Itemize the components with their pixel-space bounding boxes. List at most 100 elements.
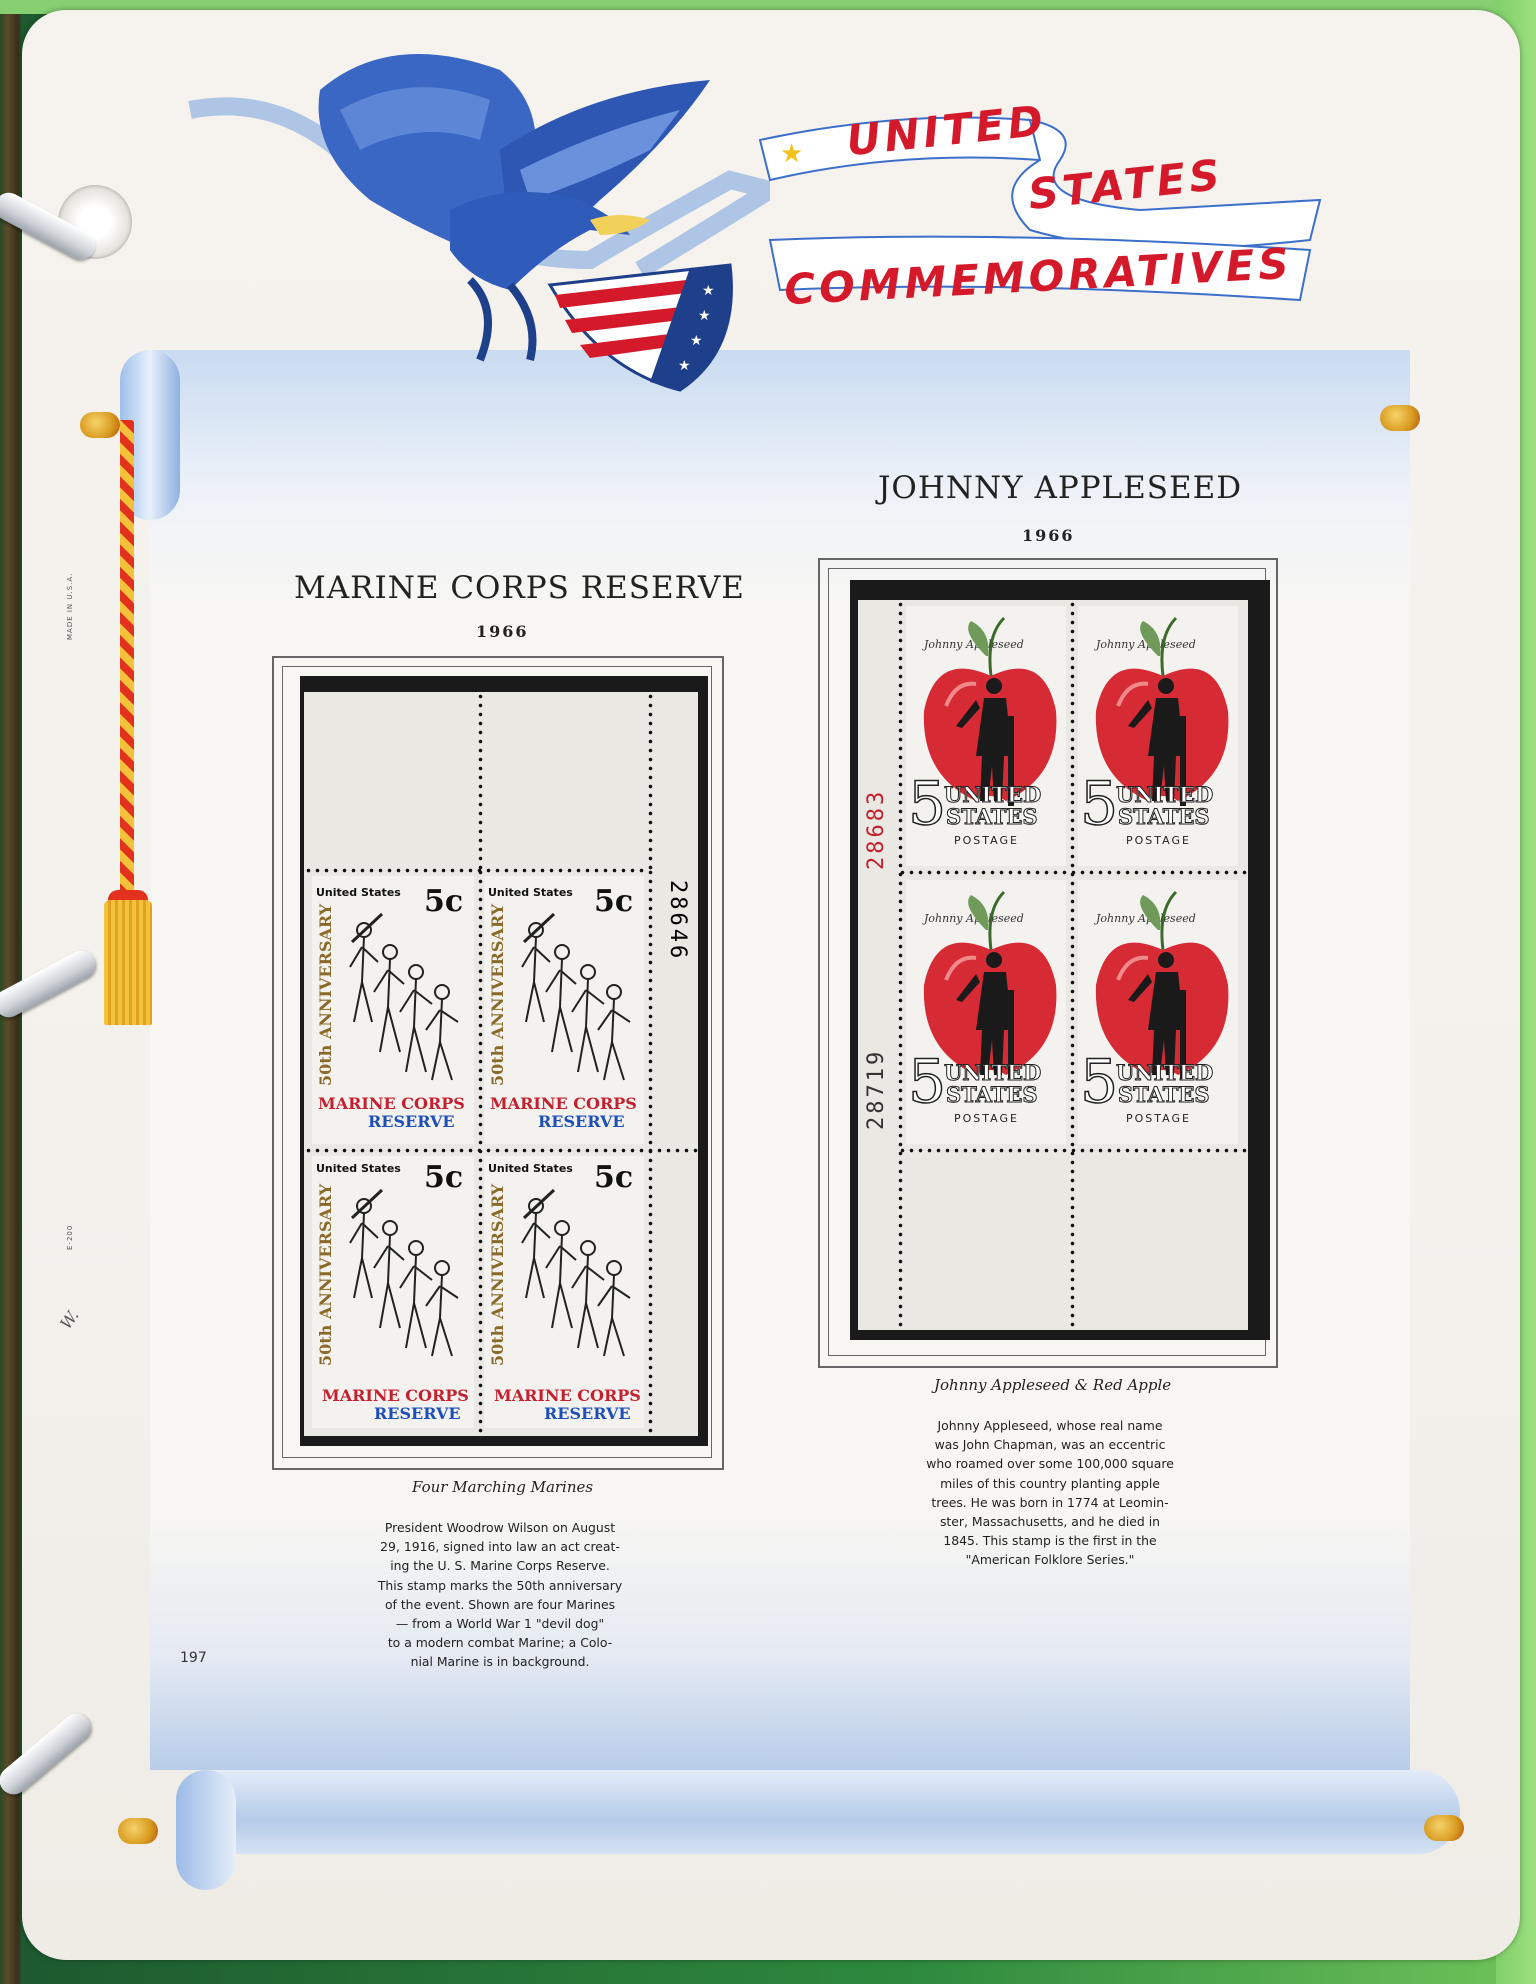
description-line: nial Marine is in background. [410, 1654, 590, 1670]
stamp-line3: POSTAGE [1126, 1112, 1191, 1125]
description-line: was John Chapman, was an eccentric [934, 1437, 1166, 1453]
description-line: ster, Massachusetts, and he died in [939, 1514, 1161, 1530]
appleseed-plate-number-top: 28683 [864, 788, 889, 870]
marine-stamp: United States 5c 50th ANNIVERSARY MARINE… [484, 1156, 644, 1428]
stamp-script: Johnny Appleseed [1096, 638, 1196, 651]
svg-text:★: ★ [678, 357, 691, 373]
stamp-line1: UNITED [1115, 782, 1214, 807]
perforation [898, 600, 903, 1330]
description-line: to a modern combat Marine; a Colo- [387, 1635, 613, 1651]
description-line: This stamp marks the 50th anniversary [377, 1577, 623, 1593]
stamp-line2: RESERVE [374, 1404, 461, 1423]
appleseed-stamp: Johnny Appleseed 5 UNITED STATES POSTAGE [906, 606, 1066, 866]
title-banner: ★ [758, 116, 1322, 302]
stamp-line1: MARINE CORPS [494, 1386, 641, 1405]
marine-description: President Woodrow Wilson on August 29, 1… [350, 1518, 650, 1672]
stamp-line3: POSTAGE [1126, 834, 1191, 847]
stamp-value: 5c [424, 1160, 464, 1195]
stamp-value: 5 [1079, 769, 1119, 839]
stamp-line2: STATES [946, 1082, 1039, 1107]
stamp-line1: MARINE CORPS [490, 1094, 637, 1113]
eagle-icon: ★ ★ ★ ★ [188, 54, 770, 392]
stamp-line3: POSTAGE [954, 1112, 1019, 1125]
appleseed-stamp: Johnny Appleseed 5 UNITED STATES POSTAGE [1078, 606, 1238, 866]
tassel [104, 900, 152, 1025]
apple-icon [923, 616, 1057, 806]
perforation [478, 868, 483, 1436]
perforation [648, 692, 653, 872]
marine-plate-number: 28646 [665, 880, 690, 962]
cord [120, 420, 134, 940]
perforation [478, 692, 483, 872]
description-line: Johnny Appleseed, whose real name [937, 1418, 1163, 1433]
star-icon: ★ [780, 138, 803, 168]
page-number: 197 [180, 1650, 207, 1666]
stamp-line2: STATES [1118, 804, 1211, 829]
stamp-country: United States [316, 1162, 401, 1175]
svg-text:★: ★ [690, 332, 703, 348]
form-code-text: E-200 [66, 1224, 74, 1250]
stamp-country: United States [488, 1162, 573, 1175]
marine-stamp: United States 5c 50th ANNIVERSARY MARINE… [312, 1156, 474, 1428]
rod-knob-bottom-left [118, 1818, 158, 1844]
stamp-line1: MARINE CORPS [318, 1094, 465, 1113]
appleseed-stamp: Johnny Appleseed 5 UNITED STATES POSTAGE [906, 880, 1066, 1144]
stamp-value: 5 [907, 1047, 947, 1117]
svg-text:★: ★ [702, 282, 715, 298]
flag-shield-icon: ★ ★ ★ ★ [547, 263, 733, 392]
stamp-anniversary: 50th ANNIVERSARY [488, 903, 507, 1086]
description-line: of the event. Shown are four Marines [384, 1596, 616, 1612]
stamp-value: 5c [594, 884, 634, 919]
scroll-bottom-end [176, 1770, 236, 1890]
stamp-line2: STATES [1118, 1082, 1211, 1107]
stamp-value: 5 [907, 769, 947, 839]
description-line: 29, 1916, signed into law an act creat- [380, 1539, 620, 1555]
marines-illustration-icon [349, 912, 459, 1081]
description-line: ing the U. S. Marine Corps Reserve. [390, 1558, 610, 1574]
marine-stamp: United States 5c 50th ANNIVERSARY MARINE… [484, 876, 644, 1144]
stamp-script: Johnny Appleseed [924, 912, 1024, 925]
stamp-line1: UNITED [1115, 1060, 1214, 1085]
stamp-value: 5 [1079, 1047, 1119, 1117]
stamp-line1: UNITED [943, 1060, 1042, 1085]
stamp-line2: STATES [946, 804, 1039, 829]
appleseed-frame [818, 558, 1278, 1368]
svg-text:★: ★ [698, 307, 711, 323]
marines-illustration-icon [521, 1188, 631, 1357]
stamp-line2: RESERVE [544, 1404, 631, 1423]
appleseed-stamp: Johnny Appleseed 5 UNITED STATES POSTAGE [1078, 880, 1238, 1144]
description-line: miles of this country planting apple [940, 1475, 1160, 1491]
perforation [304, 1148, 698, 1153]
marines-illustration-icon [521, 912, 631, 1081]
marine-frame [272, 656, 724, 1470]
stamp-value: 5c [424, 884, 464, 919]
marine-frame-inner [282, 666, 712, 1458]
marine-caption: Four Marching Marines [412, 1478, 594, 1496]
description-line: trees. He was born in 1774 at Leomin- [931, 1494, 1169, 1510]
apple-icon [923, 890, 1057, 1080]
stamp-anniversary: 50th ANNIVERSARY [488, 1183, 507, 1366]
made-in-usa-text: MADE IN U.S.A. [66, 572, 74, 640]
apple-icon [1095, 890, 1229, 1080]
stamp-script: Johnny Appleseed [924, 638, 1024, 651]
description-line: 1845. This stamp is the first in the [943, 1533, 1157, 1549]
appleseed-plate-number-bottom: 28719 [864, 1048, 889, 1130]
appleseed-year: 1966 [1022, 526, 1075, 545]
appleseed-caption: Johnny Appleseed & Red Apple [934, 1376, 1172, 1394]
stamp-country: United States [488, 886, 573, 899]
description-line: President Woodrow Wilson on August [384, 1520, 616, 1535]
stamp-line2: RESERVE [368, 1112, 455, 1131]
stamp-script: Johnny Appleseed [1096, 912, 1196, 925]
marine-year: 1966 [476, 622, 529, 641]
stamp-line2: RESERVE [538, 1112, 625, 1131]
description-line: "American Folklore Series." [965, 1552, 1135, 1568]
perforation [1070, 600, 1075, 1330]
rod-knob-bottom-right [1424, 1815, 1464, 1841]
marine-stamp: United States 5c 50th ANNIVERSARY MARINE… [312, 876, 474, 1144]
rod-knob-top-left [80, 412, 120, 438]
scroll-bottom-roll [180, 1770, 1460, 1854]
description-line: who roamed over some 100,000 square [926, 1456, 1174, 1472]
stamp-anniversary: 50th ANNIVERSARY [316, 1183, 335, 1366]
apple-icon [1095, 616, 1229, 806]
